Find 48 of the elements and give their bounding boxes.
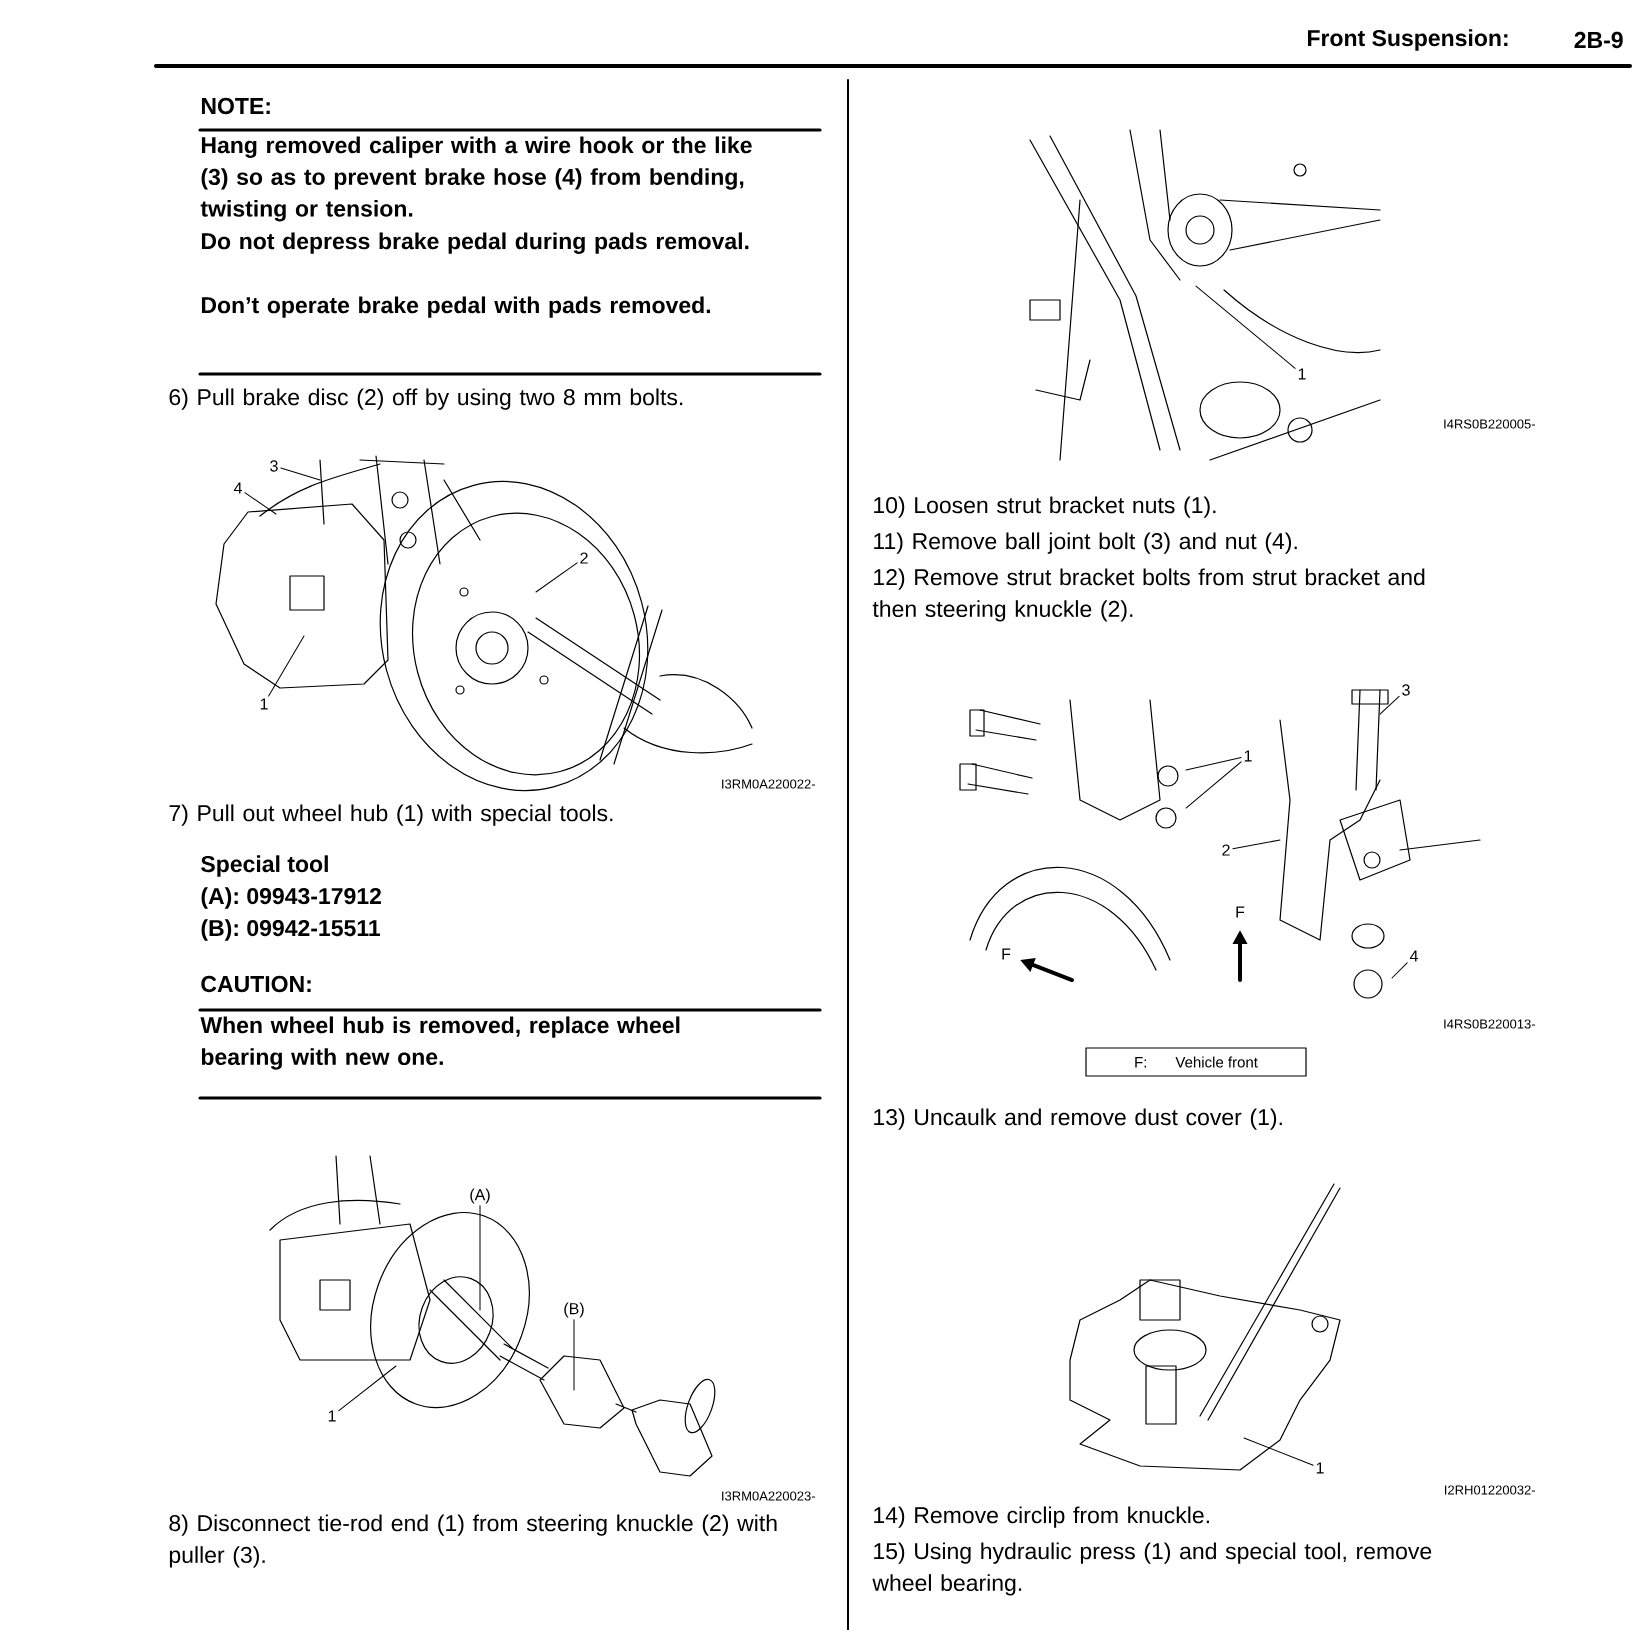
callout-number: 1 bbox=[1244, 750, 1252, 762]
page-number: 2B-9 bbox=[1574, 31, 1623, 49]
note-heading: NOTE: bbox=[201, 97, 270, 115]
callout-number: (B) bbox=[564, 1302, 584, 1318]
callout-number: 1 bbox=[260, 698, 268, 710]
leader-line bbox=[535, 562, 578, 593]
leader-line bbox=[338, 1365, 397, 1412]
note-text: Hang removed caliper with a wire hook or the like (3) so as to prevent brake hose (4) from bending, twisting or tension. bbox=[200, 136, 752, 222]
leader-line bbox=[244, 492, 277, 515]
step-text: 11) Remove ball joint bolt (3) and nut (4). bbox=[874, 532, 1297, 554]
note-text: Do not depress brake pedal during pads removal. bbox=[201, 232, 749, 254]
step-text: 15) Using hydraulic press (1) and special tool, remove wheel bearing. bbox=[872, 1542, 1432, 1596]
callout-number: 1 bbox=[1316, 1462, 1324, 1474]
step-text: 6) Pull brake disc (2) off by using two 8 mm bolts. bbox=[169, 388, 683, 410]
callout-number: (A) bbox=[470, 1188, 490, 1204]
direction-label: F bbox=[1236, 906, 1245, 918]
step-text: 12) Remove strut bracket bolts from strut bracket and then steering knuckle (2). bbox=[872, 568, 1425, 622]
tool-number: (A): 09943-17912 bbox=[201, 887, 381, 909]
step-text: 8) Disconnect tie-rod end (1) from steering knuckle (2) with puller (3). bbox=[169, 1514, 777, 1568]
note-text: Don’t operate brake pedal with pads removed. bbox=[201, 296, 710, 318]
leader-line bbox=[573, 1319, 575, 1391]
leader-line bbox=[1195, 285, 1296, 369]
callout-number: 3 bbox=[270, 460, 278, 472]
leader-line bbox=[1243, 1437, 1314, 1466]
direction-label: F bbox=[1002, 948, 1011, 960]
caution-heading: CAUTION: bbox=[201, 975, 311, 993]
tool-heading: Special tool bbox=[201, 855, 328, 877]
leader-line bbox=[1379, 695, 1400, 715]
caution-text: When wheel hub is removed, replace wheel bearing with new one. bbox=[200, 1016, 680, 1070]
leader-line bbox=[1391, 962, 1408, 979]
callout-number: 4 bbox=[1409, 950, 1418, 962]
leader-line bbox=[280, 467, 321, 481]
callout-number: 1 bbox=[328, 1410, 336, 1422]
leader-line bbox=[1185, 757, 1242, 771]
step-text: 13) Uncaulk and remove dust cover (1). bbox=[874, 1108, 1282, 1130]
step-text: 7) Pull out wheel hub (1) with special tools. bbox=[169, 804, 613, 826]
step-text: 10) Loosen strut bracket nuts (1). bbox=[874, 496, 1216, 518]
leader-line bbox=[479, 1205, 481, 1311]
leader-line bbox=[1185, 761, 1242, 809]
page-title: Front Suspension: bbox=[1308, 29, 1508, 51]
callout-number: 2 bbox=[580, 552, 588, 564]
callout-number: 1 bbox=[1298, 368, 1306, 380]
callout-number: 4 bbox=[233, 482, 242, 494]
leader-line bbox=[1232, 839, 1281, 850]
callout-number: 2 bbox=[1222, 844, 1230, 856]
tool-number: (B): 09942-15511 bbox=[201, 919, 380, 941]
callout-number: 3 bbox=[1402, 684, 1410, 696]
step-text: 14) Remove circlip from knuckle. bbox=[874, 1506, 1209, 1528]
